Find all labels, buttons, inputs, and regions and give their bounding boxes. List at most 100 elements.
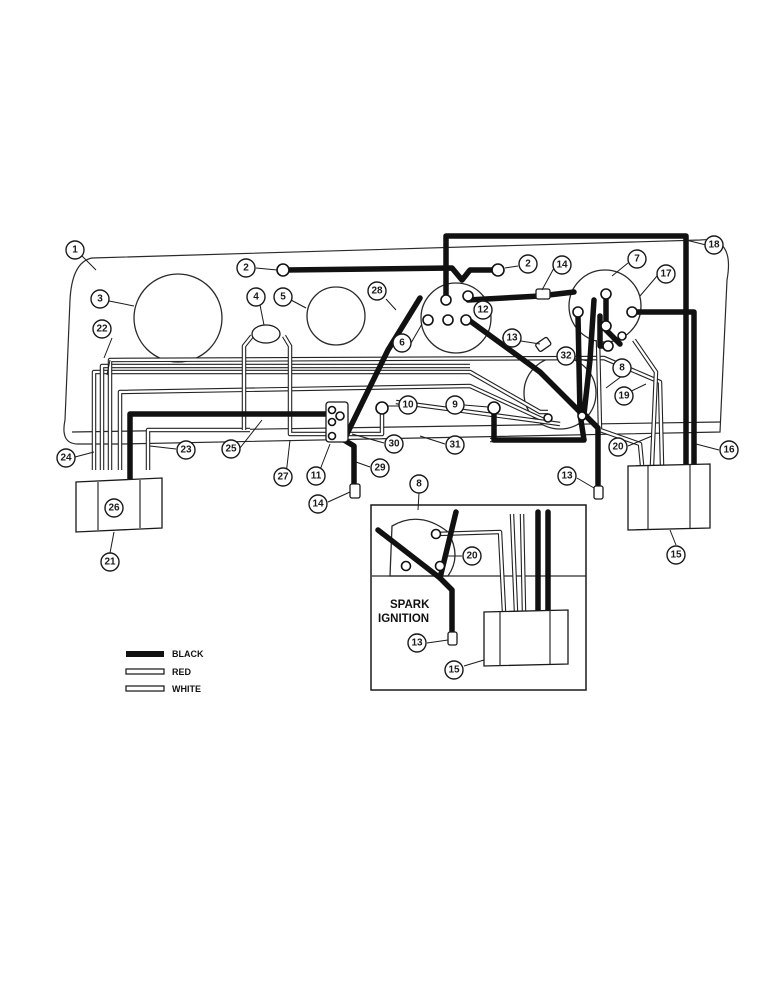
terminal-2-left <box>276 263 290 277</box>
connector-13-top <box>535 336 552 352</box>
svg-text:10: 10 <box>402 400 414 411</box>
callout-2-left: 2 <box>236 258 256 278</box>
svg-text:8: 8 <box>416 479 422 490</box>
callout-22: 22 <box>92 319 112 339</box>
callout-21: 21 <box>100 552 120 572</box>
switch-block-right <box>627 463 711 531</box>
callout-4: 4 <box>246 287 266 307</box>
svg-text:22: 22 <box>96 324 108 335</box>
svg-text:6: 6 <box>399 338 405 349</box>
callout-9: 9 <box>445 395 465 415</box>
callout-1: 1 <box>65 240 85 260</box>
inset-title-line2: IGNITION <box>378 613 429 625</box>
svg-text:2: 2 <box>243 263 249 274</box>
callout-20: 20 <box>608 437 628 457</box>
svg-text:19: 19 <box>618 391 630 402</box>
svg-text:14: 14 <box>556 260 568 271</box>
light-wire-bundles <box>91 334 665 470</box>
callout-15: 15 <box>666 545 686 565</box>
svg-text:9: 9 <box>452 400 458 411</box>
callout-6: 6 <box>392 333 412 353</box>
svg-text:27: 27 <box>277 472 289 483</box>
callout-30: 30 <box>384 434 404 454</box>
leader-lines <box>74 239 720 667</box>
callout-7: 7 <box>627 249 647 269</box>
svg-text:20: 20 <box>612 442 624 453</box>
callout-3: 3 <box>90 289 110 309</box>
legend-swatch-red <box>125 668 165 675</box>
svg-text:32: 32 <box>560 351 572 362</box>
svg-text:13: 13 <box>411 638 423 649</box>
inset-callout-15: 15 <box>444 660 464 680</box>
callout-14-top: 14 <box>552 255 572 275</box>
legend-label-red: RED <box>172 667 192 677</box>
callout-31: 31 <box>445 435 465 455</box>
svg-text:31: 31 <box>449 440 461 451</box>
callout-13-right: 13 <box>557 466 577 486</box>
callout-23: 23 <box>176 440 196 460</box>
spark-ignition-inset: SPARK IGNITION <box>370 504 587 691</box>
svg-text:7: 7 <box>634 254 640 265</box>
callout-27: 27 <box>273 467 293 487</box>
inset-callout-8: 8 <box>409 474 429 494</box>
indicator-light-4 <box>251 324 281 344</box>
callout-26: 26 <box>104 498 124 518</box>
svg-text:3: 3 <box>97 294 103 305</box>
svg-text:29: 29 <box>374 463 386 474</box>
callout-28: 28 <box>367 281 387 301</box>
callout-8: 8 <box>612 358 632 378</box>
callout-32: 32 <box>556 346 576 366</box>
svg-text:24: 24 <box>60 453 72 464</box>
callout-10: 10 <box>398 395 418 415</box>
svg-text:13: 13 <box>506 333 518 344</box>
inset-callout-13: 13 <box>407 633 427 653</box>
svg-text:30: 30 <box>388 439 400 450</box>
svg-text:17: 17 <box>660 269 672 280</box>
callout-12: 12 <box>473 300 493 320</box>
legend-label-black: BLACK <box>172 649 204 659</box>
svg-text:5: 5 <box>280 292 286 303</box>
callout-24: 24 <box>56 448 76 468</box>
svg-text:23: 23 <box>180 445 192 456</box>
svg-text:16: 16 <box>723 445 735 456</box>
connector-14-top <box>535 288 551 300</box>
svg-text:21: 21 <box>104 557 116 568</box>
callout-29: 29 <box>370 458 390 478</box>
callout-5: 5 <box>273 287 293 307</box>
callout-16: 16 <box>719 440 739 460</box>
svg-text:12: 12 <box>477 305 489 316</box>
svg-text:15: 15 <box>670 550 682 561</box>
callout-2-right: 2 <box>518 254 538 274</box>
callout-18: 18 <box>704 235 724 255</box>
svg-text:25: 25 <box>225 444 237 455</box>
svg-text:14: 14 <box>312 499 324 510</box>
terminal-10 <box>375 401 389 415</box>
legend: BLACK RED WHITE <box>125 649 204 694</box>
svg-text:11: 11 <box>311 471 322 482</box>
connector-14-bottom <box>349 483 361 499</box>
svg-text:28: 28 <box>371 286 383 297</box>
callout-25: 25 <box>221 439 241 459</box>
svg-text:8: 8 <box>619 363 625 374</box>
svg-text:20: 20 <box>466 551 478 562</box>
svg-text:2: 2 <box>525 259 531 270</box>
callout-13-top: 13 <box>502 328 522 348</box>
callout-14-bottom: 14 <box>308 494 328 514</box>
legend-swatch-white <box>125 685 165 692</box>
connectors <box>251 263 638 500</box>
svg-text:26: 26 <box>108 503 120 514</box>
callout-11: 11 <box>306 466 326 486</box>
svg-text:4: 4 <box>253 292 259 303</box>
connector-13-right <box>593 485 604 500</box>
inset-callout-20: 20 <box>462 546 482 566</box>
legend-label-white: WHITE <box>172 684 201 694</box>
legend-swatch-black <box>126 651 164 657</box>
svg-text:1: 1 <box>72 245 78 256</box>
terminal-9 <box>487 401 501 415</box>
svg-text:18: 18 <box>708 240 720 251</box>
inset-title-line1: SPARK <box>390 599 430 611</box>
terminal-2-right <box>491 263 505 277</box>
svg-text:15: 15 <box>448 665 460 676</box>
terminal-6 <box>422 314 434 326</box>
